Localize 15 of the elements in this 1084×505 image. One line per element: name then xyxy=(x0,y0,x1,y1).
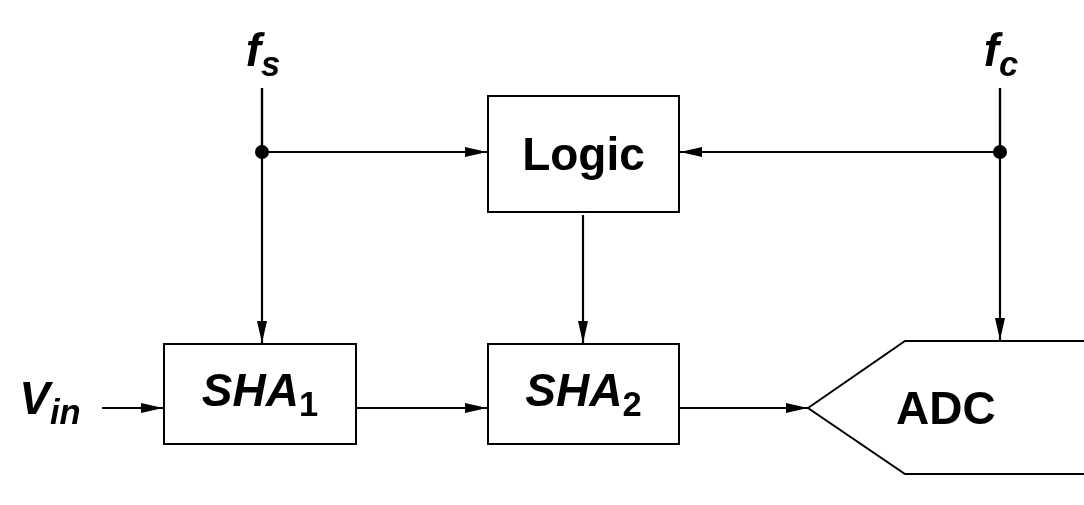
block-label: ADC xyxy=(896,384,996,431)
arrow xyxy=(260,88,487,157)
logic-block xyxy=(487,95,680,213)
arrow xyxy=(578,215,588,343)
block-label: SHA$_{2}$ xyxy=(525,366,642,422)
block-label: SHA$_{1}$ xyxy=(201,366,319,422)
arrow xyxy=(680,403,808,413)
signal-label: f$_{s}$ xyxy=(245,26,281,82)
arrow xyxy=(995,88,1005,340)
arrow xyxy=(357,403,487,413)
signal-label: V$_{in}$ xyxy=(19,374,81,430)
sample-hold-block xyxy=(487,343,680,445)
sample-hold-block xyxy=(163,343,357,445)
arrow xyxy=(102,403,163,413)
signal-label: f$_{c}$ xyxy=(983,26,1019,82)
